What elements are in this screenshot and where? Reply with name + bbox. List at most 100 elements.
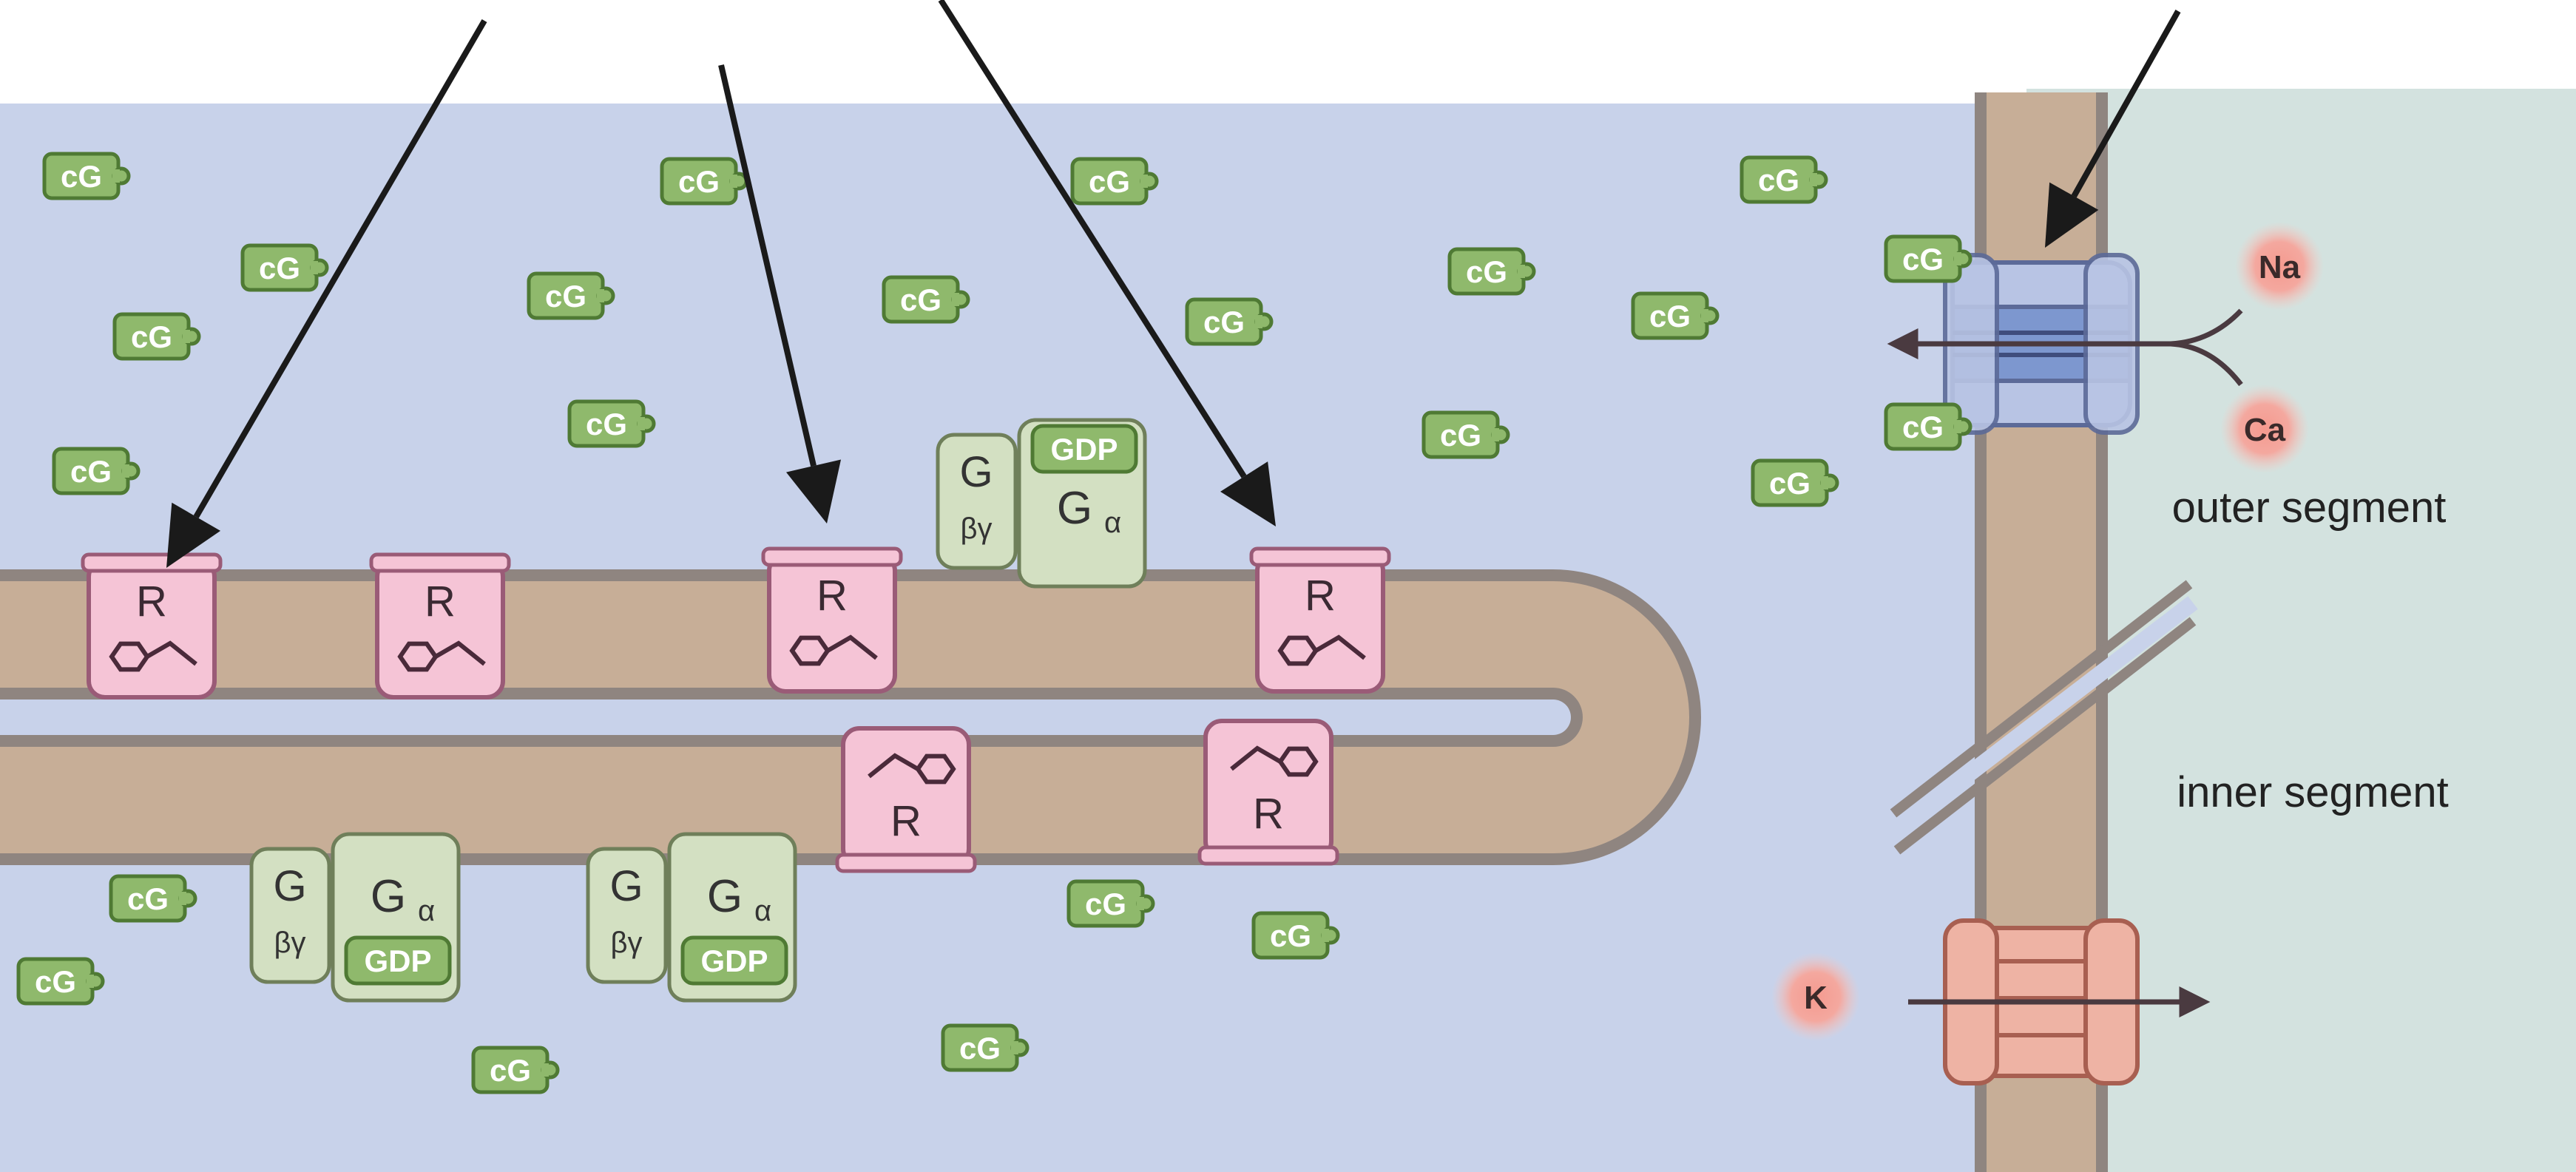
cgmp-label: cG xyxy=(1085,887,1126,921)
rhodopsin-receptor: R xyxy=(835,726,977,873)
cgmp-molecule: cG xyxy=(112,312,201,361)
long-pointer-arrow-icon xyxy=(718,64,842,524)
long-pointer-arrow-icon xyxy=(2045,10,2181,248)
gdp-molecule: GDP xyxy=(1030,424,1138,474)
rhodopsin-receptor: R xyxy=(761,546,903,694)
potassium-channel xyxy=(1908,918,2211,1085)
cgmp-label: cG xyxy=(131,319,172,354)
cgmp-molecule: cG xyxy=(882,275,970,324)
cgmp-label: cG xyxy=(900,282,942,317)
receptor-label: R xyxy=(1253,790,1284,838)
retinal-chromophore-icon xyxy=(1277,634,1366,666)
receptor-label: R xyxy=(425,577,456,626)
gdp-label: GDP xyxy=(364,944,431,978)
cgmp-molecule: cG xyxy=(1066,879,1155,928)
cgmp-label: cG xyxy=(1902,410,1944,444)
cgmp-molecule: cG xyxy=(527,271,615,320)
retinal-chromophore-icon xyxy=(789,634,878,666)
cgmp-molecule: cG xyxy=(1884,234,1972,283)
rhodopsin-receptor: R xyxy=(1197,719,1339,866)
gdp-label: GDP xyxy=(1050,432,1118,467)
cgmp-molecule: cG xyxy=(941,1023,1030,1072)
cgmp-label: cG xyxy=(678,164,720,199)
cgmp-molecule: cG xyxy=(1631,291,1720,340)
cgmp-molecule: cG xyxy=(1251,911,1340,960)
cgmp-label: cG xyxy=(259,251,300,285)
retinal-chromophore-icon xyxy=(397,640,486,672)
pointer-arrows xyxy=(166,0,2181,568)
cgmp-molecule: cG xyxy=(240,243,329,292)
g-alpha-label: G xyxy=(1057,483,1092,534)
cgmp-molecule: cG xyxy=(109,874,197,923)
g-beta-gamma-subunit: Gβγ xyxy=(249,847,331,984)
g-beta-gamma-subunit: Gβγ xyxy=(936,433,1018,570)
alpha-label: α xyxy=(418,895,435,927)
calcium-label: Ca xyxy=(2244,412,2286,448)
cgmp-label: cG xyxy=(1758,163,1799,197)
retinal-chromophore-icon xyxy=(868,753,956,785)
cgmp-molecule: cG xyxy=(1751,458,1839,507)
potassium-label: K xyxy=(1804,980,1828,1016)
receptor-label: R xyxy=(890,797,922,845)
cgmp-label: cG xyxy=(1466,254,1507,289)
retinal-chromophore-icon xyxy=(1230,745,1319,777)
calcium-ion: Ca xyxy=(2220,385,2309,473)
outer-segment-label: outer segment xyxy=(2172,484,2447,532)
cgmp-molecule: cG xyxy=(1884,402,1972,451)
g-beta-gamma-label: G xyxy=(273,862,306,910)
cgmp-label: cG xyxy=(61,159,102,194)
inner-segment-label: inner segment xyxy=(2177,768,2449,816)
sodium-label: Na xyxy=(2259,249,2301,285)
cgmp-label: cG xyxy=(545,279,586,314)
cgmp-label: cG xyxy=(586,407,627,441)
cgmp-molecule: cG xyxy=(42,152,131,200)
rhodopsin-receptor: R xyxy=(1249,546,1391,694)
sodium-ion: Na xyxy=(2235,222,2324,311)
cgmp-molecule: cG xyxy=(1740,155,1828,204)
rhodopsin-receptor: R xyxy=(81,552,223,700)
g-beta-gamma-label: G xyxy=(959,448,993,496)
cgmp-label: cG xyxy=(1902,242,1944,277)
cgmp-label: cG xyxy=(70,454,112,489)
cgmp-molecules: cG cG cG cG cG cG cG cG cG cG cG cG cG cG cG cG cG cG cG cG… xyxy=(16,152,1972,1094)
retinal-chromophore-icon xyxy=(109,640,197,672)
cgmp-molecule: cG xyxy=(16,957,105,1006)
cgmp-label: cG xyxy=(1203,305,1245,339)
gdp-molecule: GDP xyxy=(680,935,788,986)
ion-flow-arrow-icon xyxy=(1887,308,2243,387)
alpha-label: α xyxy=(1104,507,1121,539)
cgmp-label: cG xyxy=(1649,299,1691,333)
cgmp-label: cG xyxy=(1440,418,1481,453)
beta-gamma-label: βγ xyxy=(960,512,992,545)
cgmp-molecule: cG xyxy=(1421,410,1510,459)
cgmp-label: cG xyxy=(1270,918,1311,953)
rhodopsin-receptors: R R R R R R xyxy=(81,546,1391,873)
g-beta-gamma-subunit: Gβγ xyxy=(586,847,668,984)
segment-break-icon xyxy=(1888,580,2198,855)
gdp-molecule: GDP xyxy=(344,935,452,986)
cgmp-molecule: cG xyxy=(471,1046,560,1094)
cgmp-label: cG xyxy=(1089,164,1130,199)
beta-gamma-label: βγ xyxy=(274,927,305,959)
cgmp-label: cG xyxy=(127,881,169,916)
cgmp-label: cG xyxy=(959,1031,1001,1066)
g-alpha-label: G xyxy=(707,871,743,922)
cgmp-label: cG xyxy=(490,1053,531,1088)
alpha-label: α xyxy=(754,895,771,927)
cgmp-molecule: cG xyxy=(1185,297,1274,346)
cgmp-molecule: cG xyxy=(52,447,141,495)
cgmp-molecule: cG xyxy=(1447,247,1536,296)
g-beta-gamma-label: G xyxy=(609,862,643,910)
potassium-ion: K xyxy=(1771,952,1860,1041)
long-pointer-arrow-icon xyxy=(938,0,1276,526)
long-pointer-arrow-icon xyxy=(166,18,487,568)
cgmp-molecule: cG xyxy=(567,399,656,448)
cgmp-label: cG xyxy=(1769,466,1811,501)
g-alpha-label: G xyxy=(371,871,406,922)
beta-gamma-label: βγ xyxy=(610,927,642,959)
